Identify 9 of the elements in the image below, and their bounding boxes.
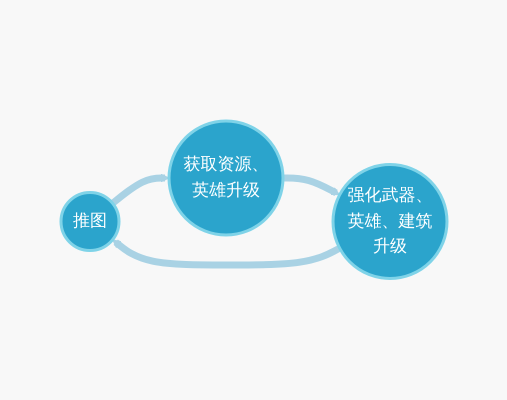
node-label: 强化武器、英雄、建筑升级	[346, 184, 433, 258]
arrow	[282, 174, 340, 196]
process-circle	[331, 163, 448, 280]
arrow	[112, 240, 341, 269]
process-circle	[167, 120, 284, 237]
arrow	[110, 174, 169, 206]
node-label: 推图	[72, 210, 106, 233]
node-label: 获取资源、英雄升级	[182, 154, 269, 202]
process-circle	[59, 191, 120, 252]
